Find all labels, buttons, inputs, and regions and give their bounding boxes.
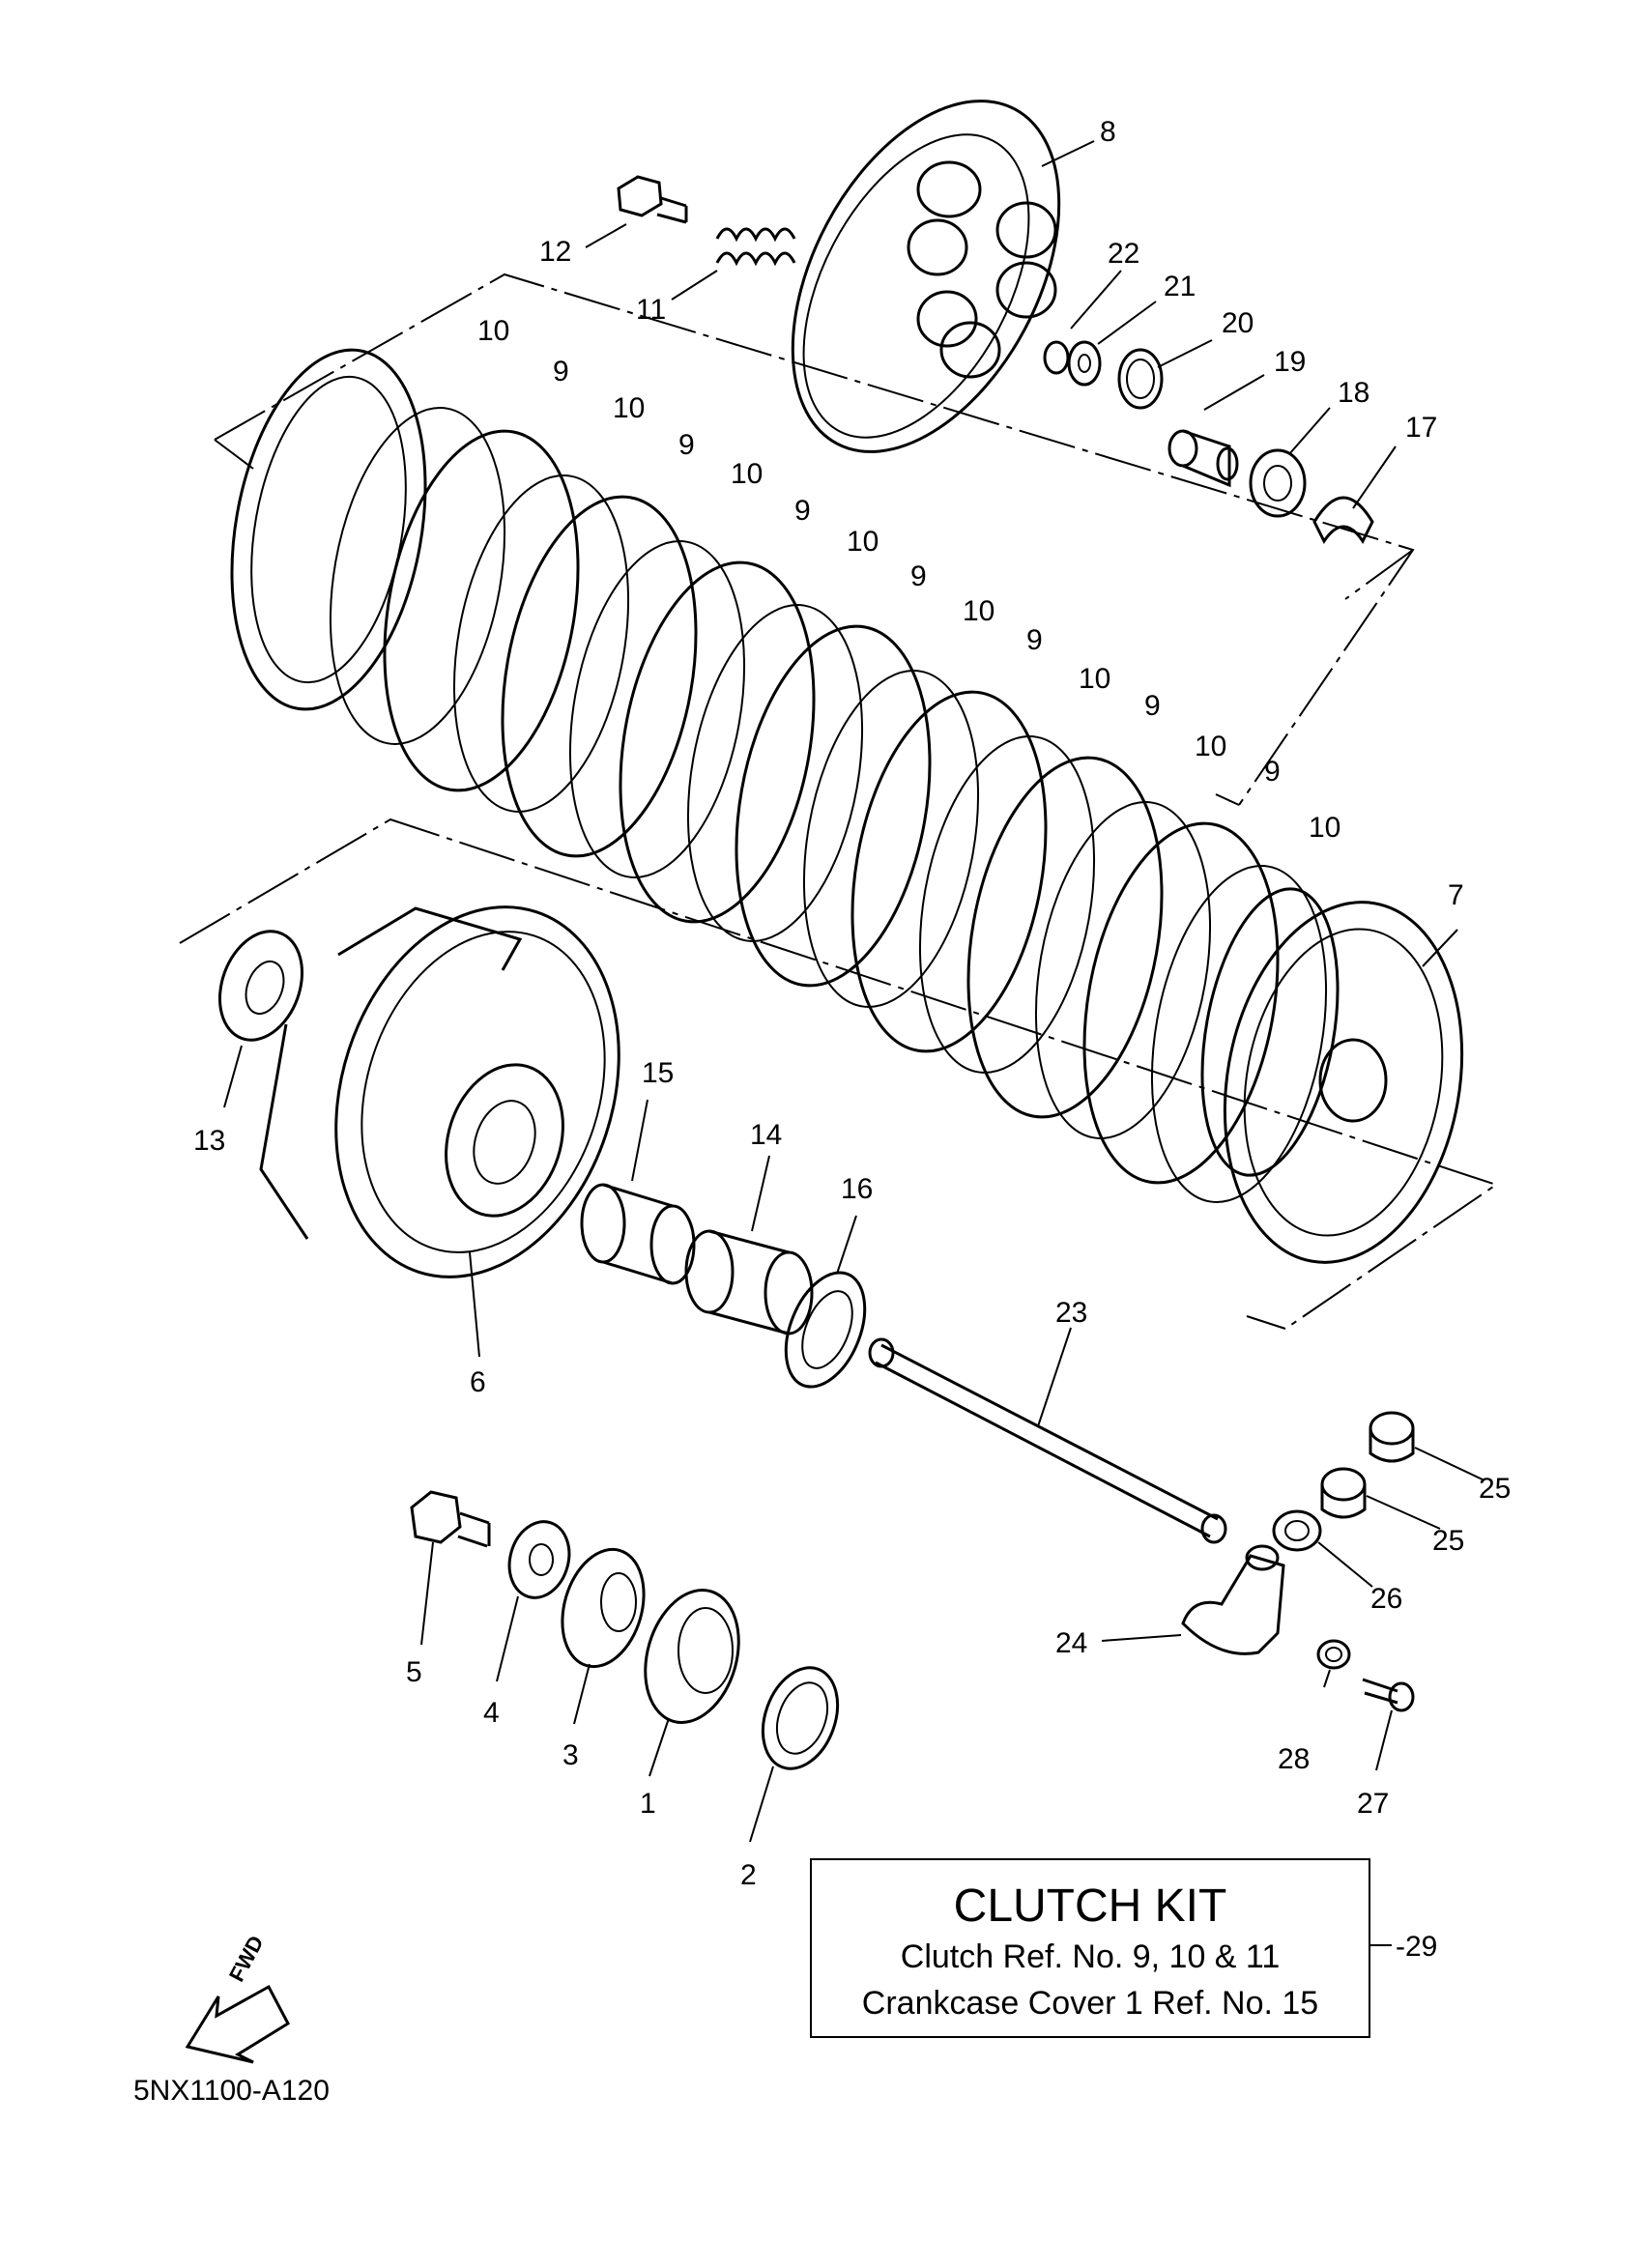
callout-10b: 10 <box>613 392 645 424</box>
callout-8: 8 <box>1100 116 1116 148</box>
gear-3 <box>561 1547 646 1669</box>
leader-lines <box>223 140 1485 1843</box>
callout-5: 5 <box>406 1656 422 1688</box>
callout-11: 11 <box>636 294 666 326</box>
oil-seal-26 <box>1272 1509 1322 1552</box>
callout-9g: 9 <box>1264 756 1281 788</box>
callout-20: 20 <box>1222 307 1254 339</box>
kit-line-2: Crankcase Cover 1 Ref. No. 15 <box>861 1985 1319 2022</box>
callout-28: 28 <box>1278 1743 1310 1775</box>
push-rod-19 <box>1167 429 1239 488</box>
fwd-arrow-icon <box>185 1984 290 2064</box>
callout-14: 14 <box>750 1119 782 1151</box>
washer-16 <box>784 1271 867 1389</box>
thrust-washer-13 <box>217 930 304 1042</box>
screw-27 <box>1362 1678 1415 1712</box>
washer-21 <box>1067 340 1102 387</box>
washer-28 <box>1316 1639 1351 1670</box>
callout-9f: 9 <box>1144 690 1161 722</box>
callout-25a: 25 <box>1479 1473 1511 1505</box>
bearing-25-lower <box>1320 1467 1367 1519</box>
callout-2: 2 <box>740 1859 757 1891</box>
callout-25b: 25 <box>1432 1525 1464 1557</box>
callout-9b: 9 <box>678 429 695 461</box>
kit-title: CLUTCH KIT <box>953 1880 1227 1932</box>
friction-plates-10 <box>230 348 1280 1185</box>
clutch-kit-box: CLUTCH KIT Clutch Ref. No. 9, 10 & 11 Cr… <box>810 1858 1370 2038</box>
clutch-plates-9 <box>329 407 1328 1203</box>
callout-24: 24 <box>1055 1627 1087 1659</box>
clutch-boss-7 <box>1200 887 1464 1264</box>
callout-19: 19 <box>1274 346 1306 378</box>
push-rod-23 <box>868 1337 1227 1544</box>
callout-27: 27 <box>1357 1788 1389 1820</box>
callout-10g: 10 <box>1195 731 1226 762</box>
kit-line-1: Clutch Ref. No. 9, 10 & 11 <box>900 1938 1281 1975</box>
bolt-5 <box>410 1490 491 1548</box>
nut-18 <box>1249 448 1307 518</box>
hub-housing-box <box>179 818 1499 1330</box>
clutch-housing-6 <box>259 905 620 1278</box>
lock-washer-17 <box>1312 496 1374 544</box>
bearing-2 <box>761 1666 840 1770</box>
push-lever-24 <box>1181 1544 1285 1655</box>
callout-23: 23 <box>1055 1297 1087 1329</box>
pressure-plate <box>791 100 1061 453</box>
callout-10a: 10 <box>477 315 509 347</box>
circlip-22 <box>1043 340 1070 375</box>
callout-22: 22 <box>1108 238 1139 270</box>
callout-13: 13 <box>193 1125 225 1157</box>
spring-11 <box>715 227 796 267</box>
callout-4: 4 <box>483 1697 500 1729</box>
callout-15: 15 <box>642 1057 674 1089</box>
washer-4 <box>507 1520 571 1599</box>
bearing-20 <box>1117 348 1164 410</box>
callout-26: 26 <box>1370 1583 1402 1615</box>
callout-9a: 9 <box>553 356 569 388</box>
needle-bearing-15 <box>580 1183 696 1285</box>
callout-17: 17 <box>1405 412 1437 444</box>
callout-18: 18 <box>1338 377 1369 409</box>
kit-ref-number: -29 <box>1396 1931 1438 1963</box>
callout-10d: 10 <box>847 526 879 558</box>
callout-10f: 10 <box>1079 663 1110 695</box>
gear-1 <box>644 1589 740 1724</box>
callout-10c: 10 <box>731 458 763 490</box>
callout-16: 16 <box>841 1173 873 1205</box>
callout-9d: 9 <box>910 560 927 592</box>
diagram-code: 5NX1100-A120 <box>133 2075 330 2107</box>
callout-labels: 1 2 3 4 5 6 7 8 9 9 9 9 9 9 9 9 10 10 10… <box>193 116 1511 1891</box>
callout-10h: 10 <box>1309 812 1340 844</box>
bearing-25-upper <box>1369 1411 1415 1463</box>
callout-12: 12 <box>539 236 571 268</box>
bolt-12 <box>617 175 688 224</box>
callout-9c: 9 <box>794 495 811 527</box>
callout-3: 3 <box>562 1739 579 1771</box>
callout-7: 7 <box>1448 879 1464 911</box>
callout-6: 6 <box>470 1366 486 1398</box>
callout-1: 1 <box>640 1788 656 1820</box>
callout-10e: 10 <box>963 595 994 627</box>
callout-9e: 9 <box>1026 624 1043 656</box>
callout-21: 21 <box>1164 271 1196 302</box>
